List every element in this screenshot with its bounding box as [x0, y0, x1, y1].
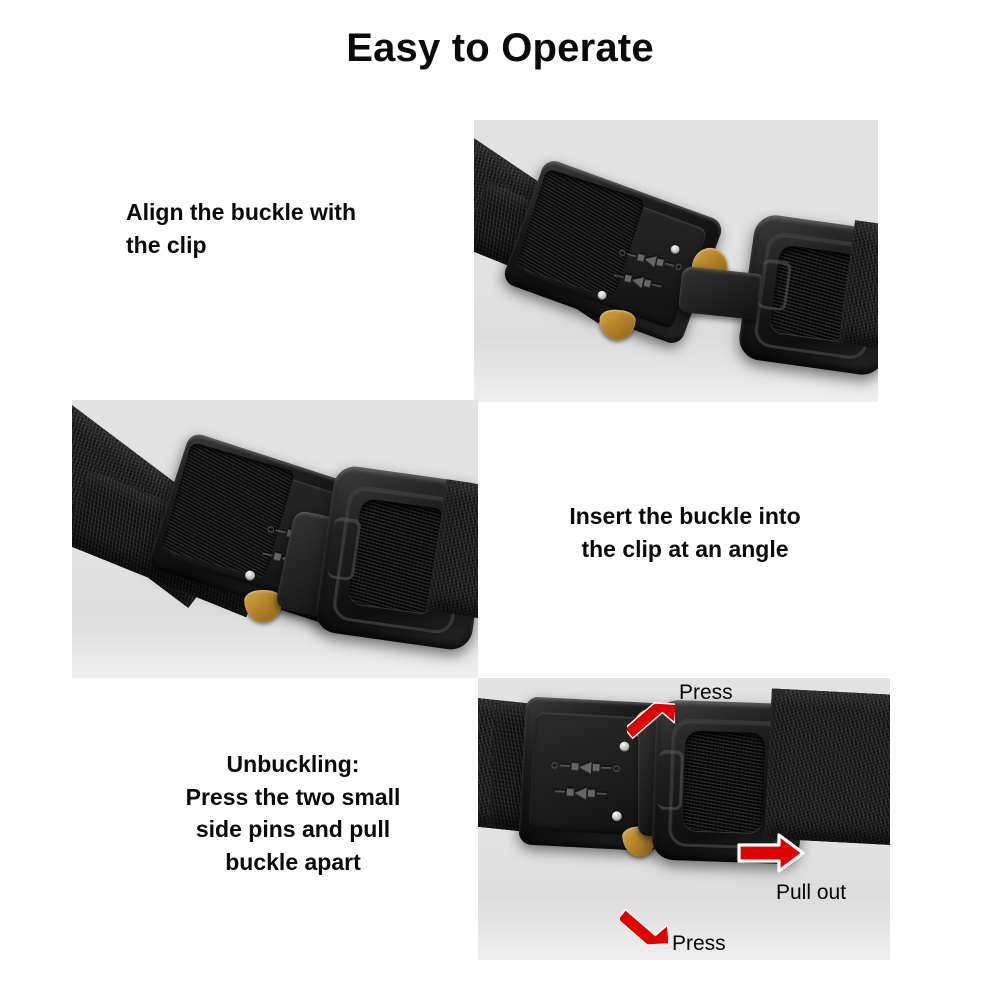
step-3-caption: Unbuckling: Press the two small side pin… [185, 751, 401, 875]
step-2-caption: Insert the buckle into the clip at an an… [569, 503, 801, 562]
photo-panel-step-3: ○─■◀■─○ ─■◀■─ [478, 678, 890, 960]
clip-webbing-window [682, 730, 766, 834]
arrow-up-left-icon [620, 909, 668, 946]
clip-insertion-tongue [677, 265, 763, 321]
arrow-down-left-icon [627, 702, 675, 739]
annotation-label-pull-out: Pull out [776, 881, 847, 904]
step-1-caption: Align the buckle with the clip [126, 199, 357, 258]
photo-panel-step-2: ○─■◀■─○ ─■◀■─ [72, 400, 478, 678]
page-title: Easy to Operate [346, 26, 654, 70]
annotation-label-press-bottom: Press [672, 932, 726, 955]
photo-panel-step-1: ○─■◀■─○ ─■◀■─ [474, 120, 878, 402]
arrow-right-icon [737, 833, 805, 873]
panel-floor-shading [478, 841, 890, 960]
annotation-label-press-top: Press [679, 681, 733, 704]
buckle-emboss-line-2: ─■◀■─ [554, 782, 608, 801]
clip-hook-detail [656, 749, 685, 811]
belt-webbing-right [764, 688, 890, 846]
